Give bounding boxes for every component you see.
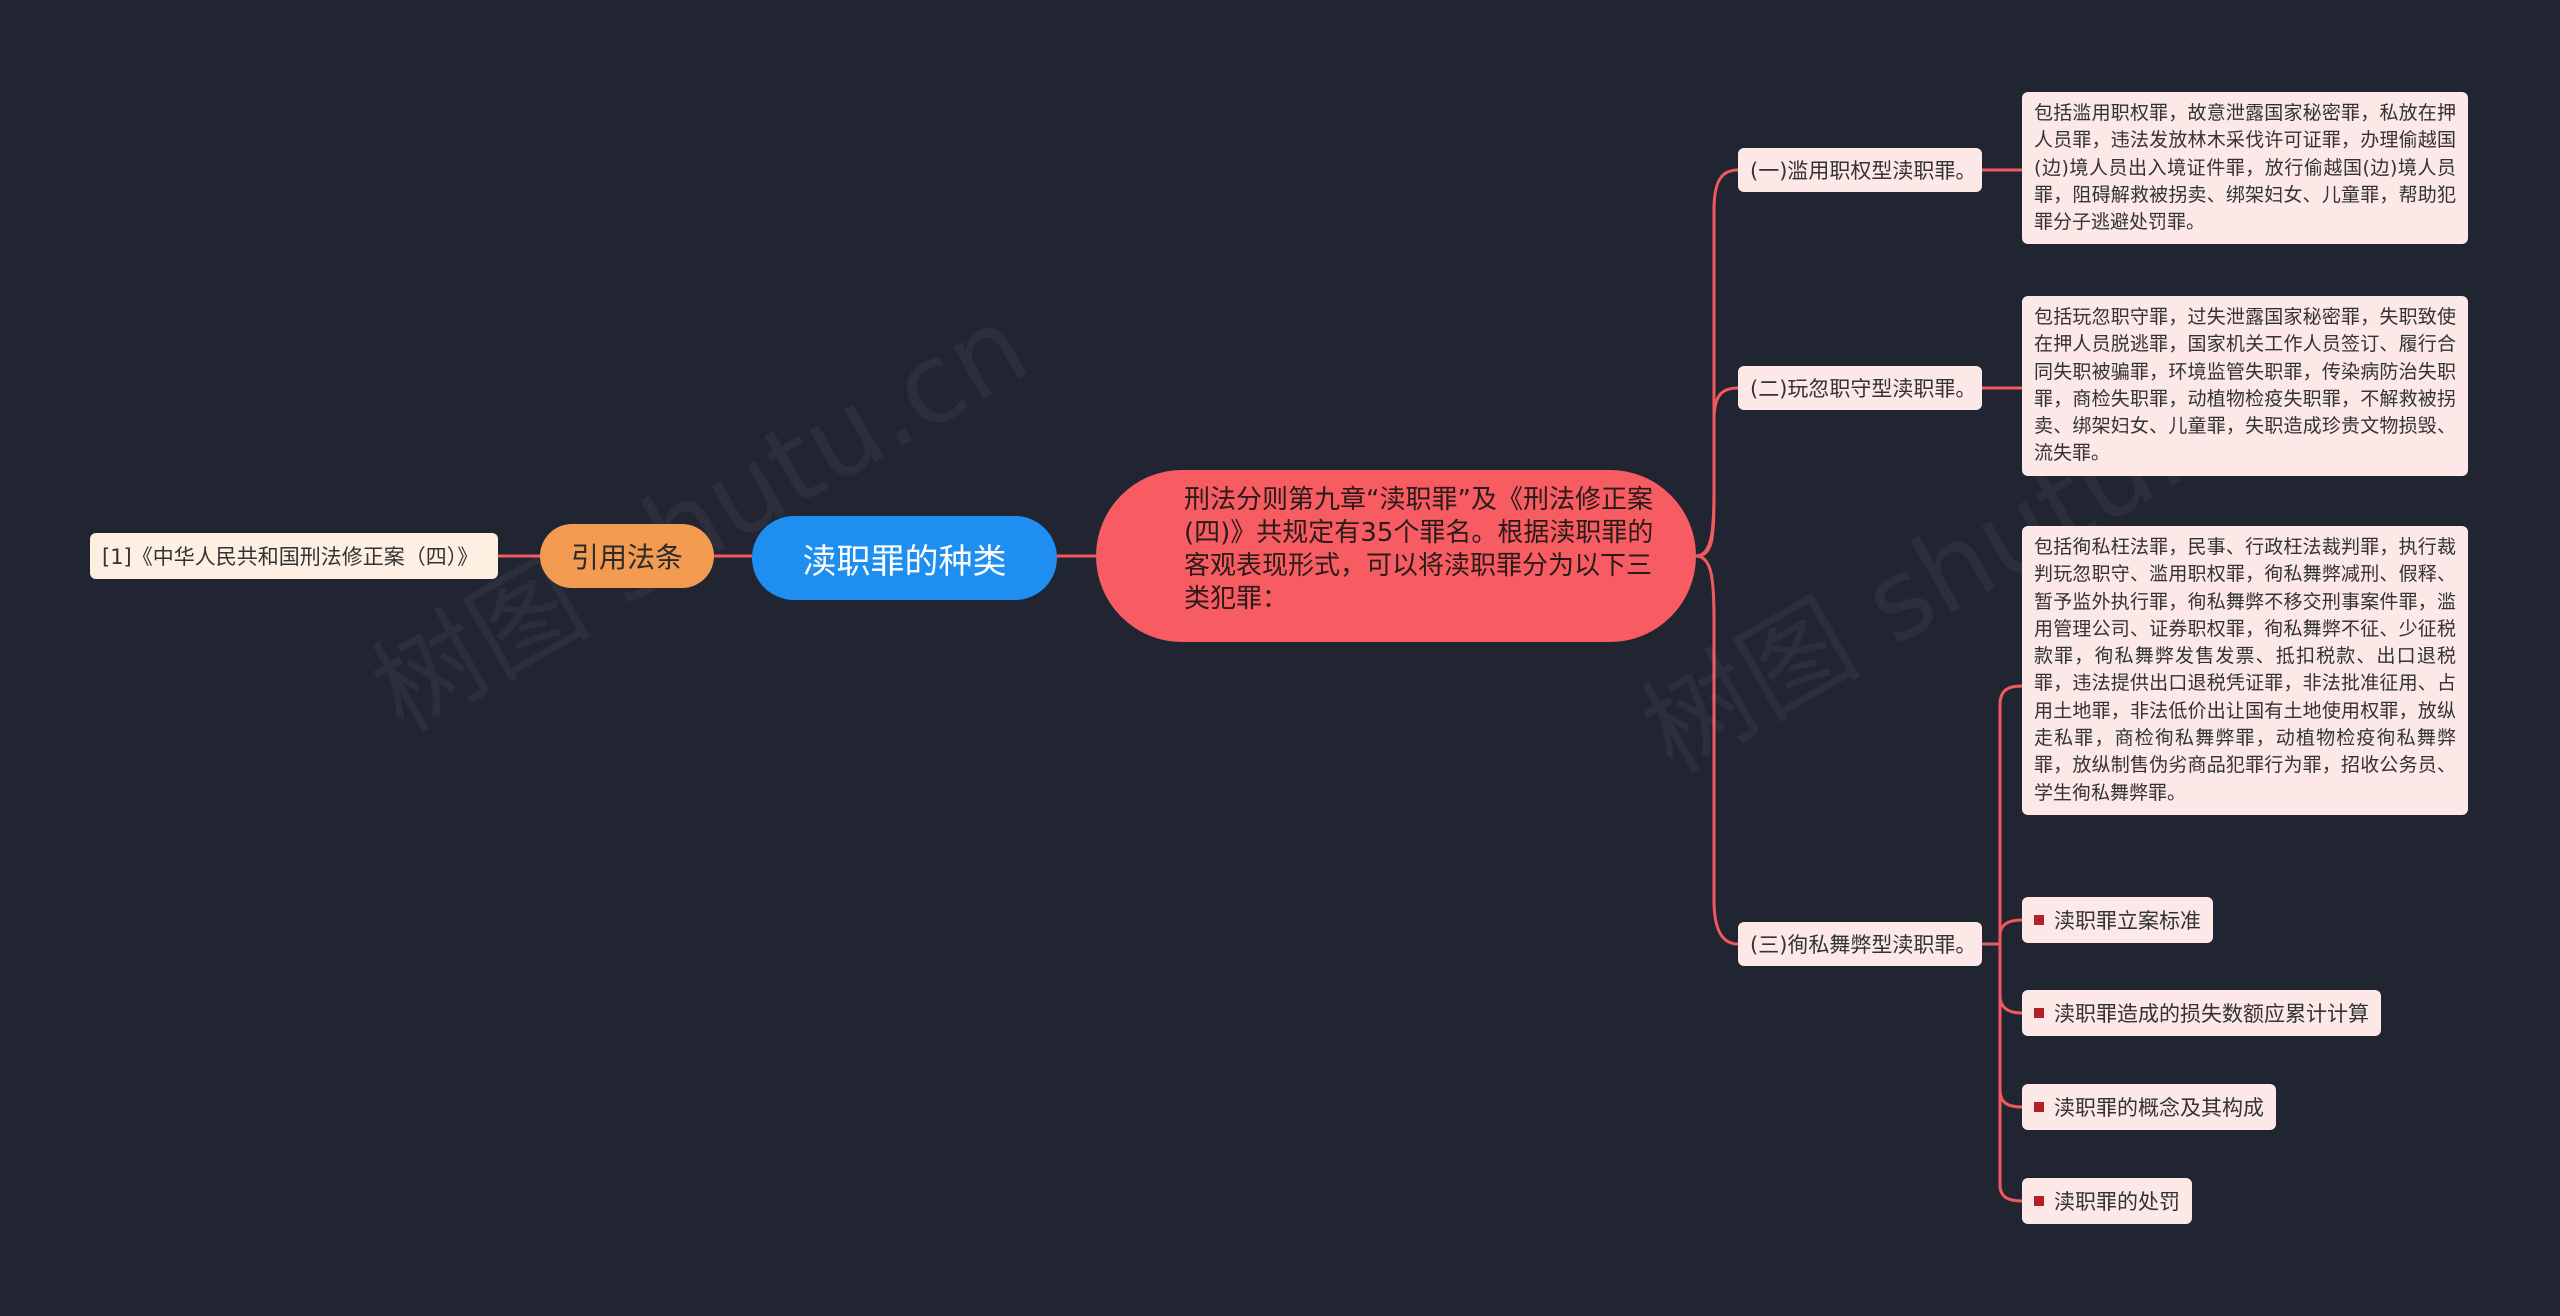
link-item[interactable]: 渎职罪立案标准 — [2022, 897, 2213, 943]
link-item[interactable]: 渎职罪造成的损失数额应累计计算 — [2022, 990, 2381, 1036]
connector-branch-3-link-4 — [1998, 944, 2023, 1203]
connector-branch-3-detail — [1998, 684, 2023, 944]
branch-favoritism[interactable]: (三)徇私舞弊型渎职罪。 — [1738, 922, 1982, 966]
link-item-label: 渎职罪立案标准 — [2054, 909, 2201, 933]
center-topic[interactable]: 刑法分则第九章“渎职罪”及《刑法修正案(四)》共规定有35个罪名。根据渎职罪的客… — [1096, 470, 1696, 642]
bullet-icon — [2034, 1008, 2044, 1018]
connector-center-branch-2 — [1695, 386, 1739, 558]
branch-abuse-of-power[interactable]: (一)滥用职权型渎职罪。 — [1738, 148, 1982, 192]
connector-center-branch-1 — [1695, 168, 1739, 558]
detail-favoritism[interactable]: 包括徇私枉法罪，民事、行政枉法裁判罪，执行裁判玩忽职守、滥用职权罪，徇私舞弊减刑… — [2022, 526, 2468, 815]
link-item[interactable]: 渎职罪的概念及其构成 — [2022, 1084, 2276, 1130]
branch-dereliction[interactable]: (二)玩忽职守型渎职罪。 — [1738, 366, 1982, 410]
connector-branch-3-link-1 — [1998, 918, 2023, 944]
link-item-label: 渎职罪造成的损失数额应累计计算 — [2054, 1002, 2369, 1026]
link-item[interactable]: 渎职罪的处罚 — [2022, 1178, 2192, 1224]
link-item-label: 渎职罪的概念及其构成 — [2054, 1096, 2264, 1120]
citation-node[interactable]: 引用法条 — [540, 524, 714, 588]
bullet-icon — [2034, 915, 2044, 925]
connector-branch-3-link-3 — [1998, 944, 2023, 1109]
connector-center-branch-3 — [1695, 554, 1739, 946]
bullet-icon — [2034, 1196, 2044, 1206]
root-topic[interactable]: 渎职罪的种类 — [752, 516, 1057, 600]
connector-branch-3-link-2 — [1998, 944, 2023, 1015]
citation-source[interactable]: [1]《中华人民共和国刑法修正案（四）》 — [90, 533, 498, 579]
link-item-label: 渎职罪的处罚 — [2054, 1190, 2180, 1214]
detail-abuse-of-power[interactable]: 包括滥用职权罪，故意泄露国家秘密罪，私放在押人员罪，违法发放林木采伐许可证罪，办… — [2022, 92, 2468, 245]
bullet-icon — [2034, 1102, 2044, 1112]
detail-dereliction[interactable]: 包括玩忽职守罪，过失泄露国家秘密罪，失职致使在押人员脱逃罪，国家机关工作人员签订… — [2022, 296, 2468, 476]
